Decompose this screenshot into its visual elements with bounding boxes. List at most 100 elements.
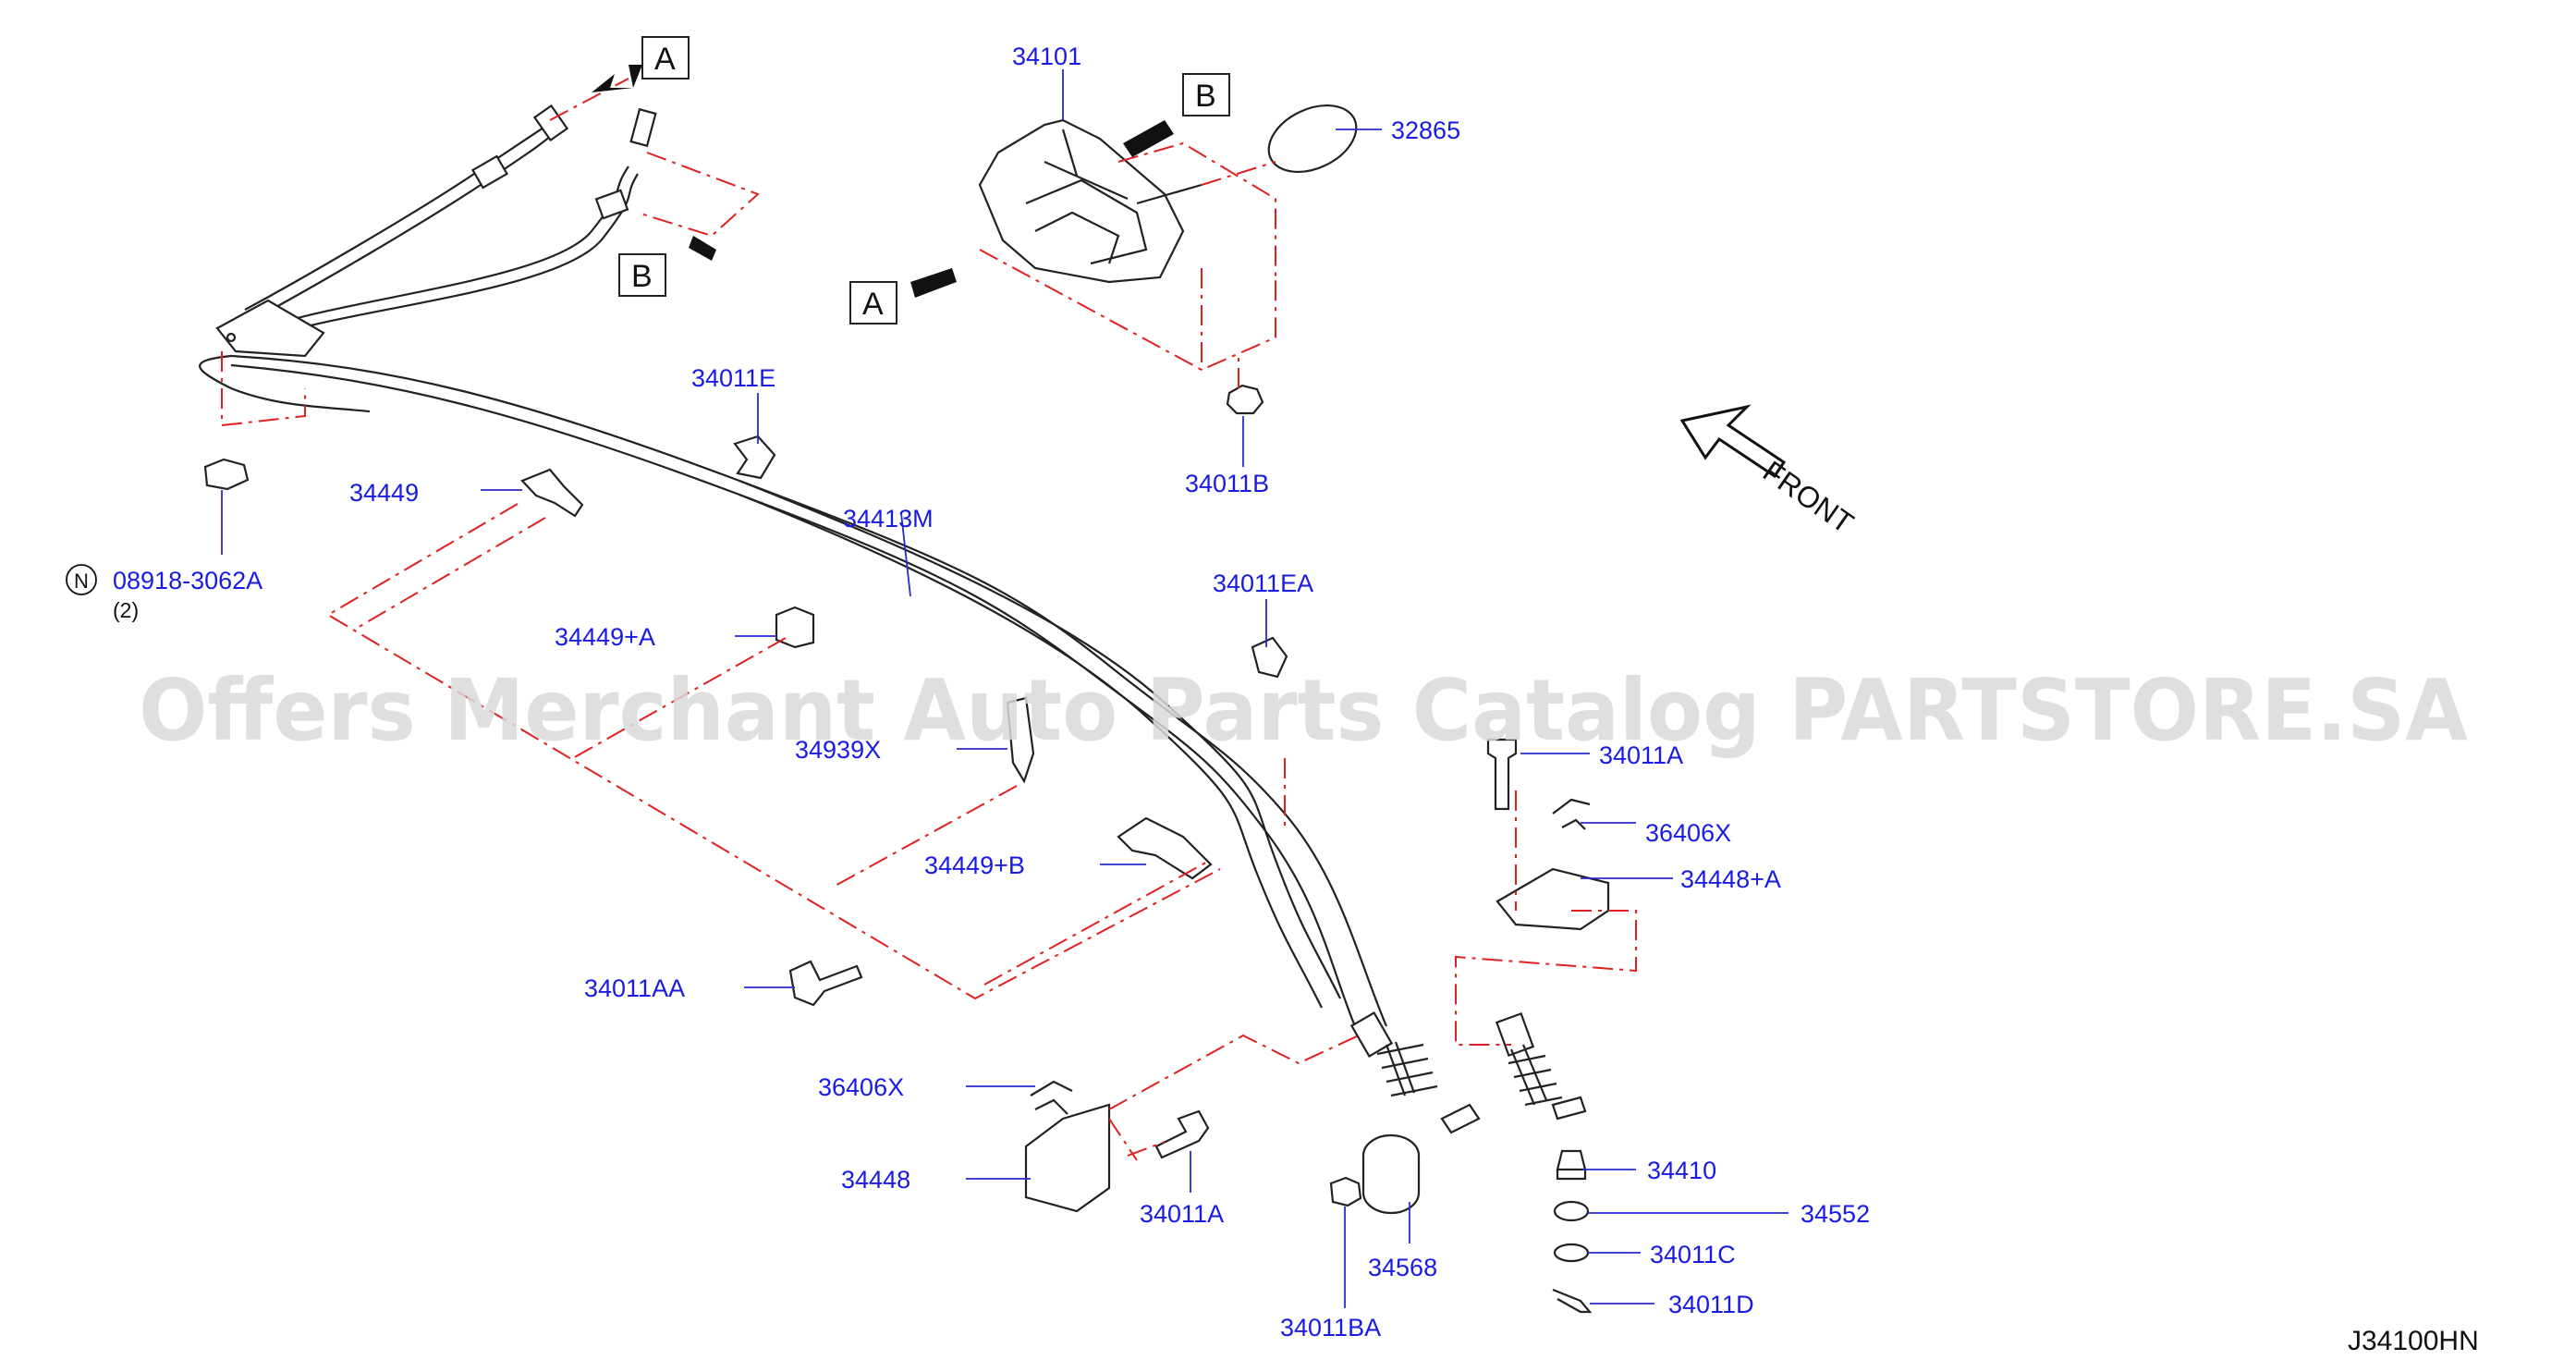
label-34410[interactable]: 34410: [1647, 1157, 1716, 1184]
cable-end-right-fitting: [1495, 1011, 1535, 1058]
boot-right: [1508, 1044, 1563, 1107]
view-marker-a-shifter: A: [849, 268, 957, 325]
clip-34011ea: [1251, 636, 1288, 679]
left-cable-to-bracket: [199, 354, 371, 413]
nut-34011b: [1226, 384, 1264, 415]
label-34552[interactable]: 34552: [1801, 1200, 1870, 1228]
bolt-34011a-bottom: [1154, 1109, 1210, 1159]
view-marker-a-top: A: [592, 36, 690, 92]
label-34448a[interactable]: 34448+A: [1680, 865, 1781, 893]
view-marker-b-top: B: [618, 236, 716, 297]
label-34413m[interactable]: 34413M: [843, 505, 934, 533]
guide-34448a: [1455, 790, 1637, 1046]
bolt-34011aa: [788, 960, 863, 1007]
cable-end-b: [629, 107, 657, 148]
nut-34011ba: [1329, 1176, 1362, 1207]
leader-34413m: [900, 512, 911, 597]
clip-34449b: [1117, 816, 1213, 880]
bracket-hole: [226, 332, 237, 343]
label-34011aa[interactable]: 34011AA: [584, 974, 685, 1002]
damper-34568-body: [1361, 1156, 1421, 1215]
boot-left: [1376, 1041, 1438, 1097]
label-34568[interactable]: 34568: [1368, 1254, 1437, 1281]
view-marker-b-shifter: B: [1123, 73, 1230, 157]
shift-knob: [1267, 104, 1358, 173]
diagram-code: J34100HN: [2348, 1326, 2479, 1356]
cable-end-a: [532, 104, 569, 142]
cable-to-a-upper: [244, 119, 555, 311]
washer-34011c: [1553, 1243, 1590, 1263]
svg-text:N: N: [74, 570, 89, 593]
pin-34410: [1556, 1149, 1587, 1181]
cable-grommet-b: [594, 189, 629, 220]
guide-34449a: [572, 637, 787, 759]
clip-36406x-bottom: [1030, 1080, 1073, 1115]
clip-36406x-top: [1552, 798, 1591, 830]
svg-text:B: B: [1195, 79, 1216, 114]
grommet-08918: [203, 458, 250, 491]
guide-bracket-down: [221, 351, 306, 427]
label-34939x[interactable]: 34939X: [795, 736, 881, 764]
label-08918-3062a[interactable]: 08918-3062A: [113, 567, 262, 594]
cable-end-left-fitting: [1349, 1011, 1394, 1058]
cable-grommet-a: [471, 154, 508, 190]
label-34449a[interactable]: 34449+A: [555, 623, 655, 651]
label-34011d[interactable]: 34011D: [1668, 1291, 1754, 1318]
cable-to-b-lower: [281, 173, 639, 335]
label-32865[interactable]: 32865: [1391, 116, 1460, 144]
clip-34449: [520, 468, 584, 518]
guide-shifter-nut: [1201, 268, 1239, 388]
shifter-inner-1: [1025, 178, 1148, 265]
shifter-housing: [978, 118, 1185, 284]
shift-lever: [1136, 183, 1203, 205]
cable-bracket-plate: [215, 299, 325, 358]
guide-main-frame-inner: [355, 517, 1212, 986]
guide-main-frame: [326, 503, 1221, 1000]
front-label: FRONT: [1757, 454, 1860, 540]
svg-text:A: A: [654, 42, 676, 77]
bracket-34939x: [1006, 696, 1035, 784]
bushing-34552: [1553, 1200, 1590, 1222]
shifter-inner-3: [1044, 129, 1129, 201]
label-34011b[interactable]: 34011B: [1185, 470, 1269, 497]
cotter-pin-34011d: [1552, 1288, 1593, 1314]
label-34449b[interactable]: 34449+B: [924, 851, 1025, 879]
second-cable-upper: [739, 479, 1341, 999]
label-34011c[interactable]: 34011C: [1650, 1241, 1736, 1268]
guide-34939x: [831, 785, 1018, 888]
guide-34448-bolt: [1108, 1118, 1166, 1161]
label-34011a-top[interactable]: 34011A: [1599, 741, 1683, 769]
label-34011ba[interactable]: 34011BA: [1280, 1314, 1381, 1341]
label-34011ea[interactable]: 34011EA: [1213, 570, 1313, 597]
rod-end-left: [1440, 1103, 1481, 1134]
main-cable-lower: [230, 363, 1361, 1036]
svg-text:B: B: [631, 259, 653, 294]
guide-shifter-a: [979, 249, 1276, 372]
label-34448[interactable]: 34448: [841, 1166, 910, 1194]
guide-34448: [1108, 1034, 1360, 1110]
guide-shifter-b: [1117, 141, 1276, 277]
label-36406x-bottom[interactable]: 36406X: [818, 1073, 904, 1101]
watermark: Offers Merchant Auto Parts Catalog PARTS…: [139, 661, 2468, 760]
clip-34449a: [775, 606, 815, 649]
label-34011e[interactable]: 34011E: [691, 364, 775, 392]
bracket-34448: [1024, 1103, 1111, 1213]
label-36406x-top[interactable]: 36406X: [1645, 819, 1731, 847]
guide-a-arrow: [549, 78, 629, 121]
clip-34011e: [733, 435, 776, 480]
cable-to-b-upper: [276, 165, 629, 325]
note-symbol-n: N: [66, 564, 97, 595]
shifter-inner-2: [1034, 211, 1120, 264]
cable-to-a-lower: [253, 129, 560, 320]
label-34011a-bottom[interactable]: 34011A: [1140, 1200, 1224, 1228]
bolt-34011a-top: [1486, 738, 1518, 811]
guide-b-box: [637, 152, 760, 238]
second-cable-lower: [739, 493, 1323, 1009]
front-arrow: FRONT: [1679, 404, 1860, 540]
label-34449[interactable]: 34449: [349, 479, 419, 507]
rod-end-right: [1551, 1096, 1587, 1121]
svg-text:A: A: [862, 287, 884, 322]
label-34101[interactable]: 34101: [1012, 43, 1081, 70]
